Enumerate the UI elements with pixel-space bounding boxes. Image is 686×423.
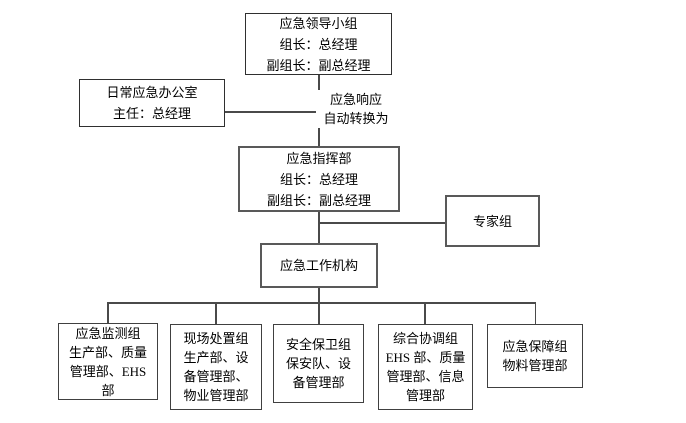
node-title: 日常应急办公室 [106, 85, 198, 100]
node-line: 组长：总经理 [279, 171, 358, 187]
node-title: 应急指挥部 [286, 150, 352, 166]
node-monitoring-group: 应急监测组 生产部、质量 管理部、EHS 部 [58, 323, 158, 400]
node-line: 组长：总经理 [279, 36, 358, 52]
node-line: 副组长：副总经理 [266, 57, 371, 73]
connector-daily-office-join [225, 111, 319, 113]
node-line: 物料管理部 [502, 358, 568, 373]
node-line: 部 [101, 382, 115, 398]
node-coordination-group: 综合协调组 EHS 部、质量 管理部、信息 管理部 [378, 324, 473, 410]
node-security-group: 安全保卫组 保安队、设 备管理部 [273, 324, 364, 403]
node-title: 安全保卫组 [285, 337, 351, 352]
label-emergency-response-transition: 应急响应 自动转换为 [316, 90, 396, 128]
node-title: 现场处置组 [183, 331, 249, 346]
node-daily-emergency-office: 日常应急办公室 主任：总经理 [79, 79, 225, 127]
node-title: 应急保障组 [502, 339, 568, 354]
node-line: 备管理部、 [183, 369, 249, 384]
node-emergency-leadership-group: 应急领导小组 组长：总经理 副组长：副总经理 [245, 13, 392, 75]
connector-work-body-stub [318, 288, 320, 303]
connector-branch-bus [107, 302, 536, 304]
node-line: 主任：总经理 [112, 106, 191, 121]
node-title: 应急工作机构 [279, 258, 358, 273]
connector-drop-field-disposal [215, 302, 217, 325]
node-line: 物业管理部 [183, 388, 249, 403]
node-support-group: 应急保障组 物料管理部 [487, 324, 583, 388]
node-field-disposal-group: 现场处置组 生产部、设 备管理部、 物业管理部 [170, 324, 262, 410]
node-title: 综合协调组 [392, 331, 458, 346]
node-line: 保安队、设 [285, 356, 351, 371]
node-line: EHS 部、质量 [385, 350, 466, 365]
node-line: 生产部、设 [183, 350, 249, 365]
node-title: 应急监测组 [75, 325, 141, 341]
connector-drop-coordination [424, 302, 426, 325]
node-line: 管理部、EHS [69, 363, 147, 379]
node-emergency-command-dept: 应急指挥部 组长：总经理 副组长：副总经理 [238, 146, 400, 212]
label-line: 自动转换为 [323, 111, 389, 126]
node-line: 管理部、信息 [386, 369, 465, 384]
connector-command-to-work-body [318, 212, 320, 243]
connector-drop-support [534, 302, 536, 325]
connector-drop-security [318, 302, 320, 325]
node-title: 应急领导小组 [279, 15, 358, 31]
connector-drop-monitoring [107, 302, 109, 324]
label-line: 应急响应 [329, 92, 382, 107]
node-line: 管理部 [405, 388, 445, 403]
node-expert-group: 专家组 [445, 195, 540, 247]
node-line: 生产部、质量 [68, 344, 147, 360]
node-line: 备管理部 [292, 375, 345, 390]
connector-command-to-experts [319, 222, 445, 224]
node-emergency-work-body: 应急工作机构 [260, 243, 378, 288]
node-line: 副组长：副总经理 [266, 192, 371, 208]
node-title: 专家组 [472, 213, 512, 229]
